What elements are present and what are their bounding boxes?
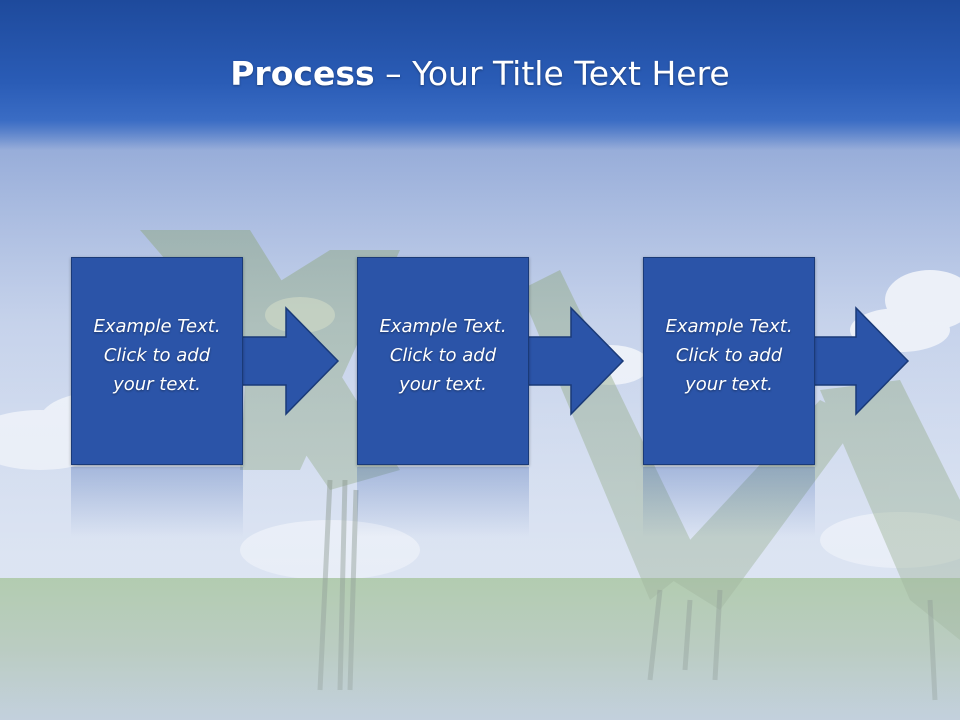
title-bold-text: Process <box>230 54 375 93</box>
title-rest-text: – Your Title Text Here <box>374 54 730 93</box>
step-box-1[interactable]: Example Text. Click to add your text. <box>71 257 243 465</box>
title-band <box>0 0 960 150</box>
right-arrow-icon <box>809 306 910 416</box>
right-arrow-icon <box>239 306 340 416</box>
step-text[interactable]: Example Text. Click to add your text. <box>379 316 507 395</box>
step-reflection <box>357 467 529 537</box>
step-text[interactable]: Example Text. Click to add your text. <box>665 316 793 395</box>
step-box-2[interactable]: Example Text. Click to add your text. <box>357 257 529 465</box>
step-reflection <box>71 467 243 537</box>
right-arrow-icon <box>524 306 625 416</box>
slide-title[interactable]: Process – Your Title Text Here <box>0 52 960 96</box>
step-box-3[interactable]: Example Text. Click to add your text. <box>643 257 815 465</box>
step-text[interactable]: Example Text. Click to add your text. <box>93 316 221 395</box>
step-reflection <box>643 467 815 537</box>
